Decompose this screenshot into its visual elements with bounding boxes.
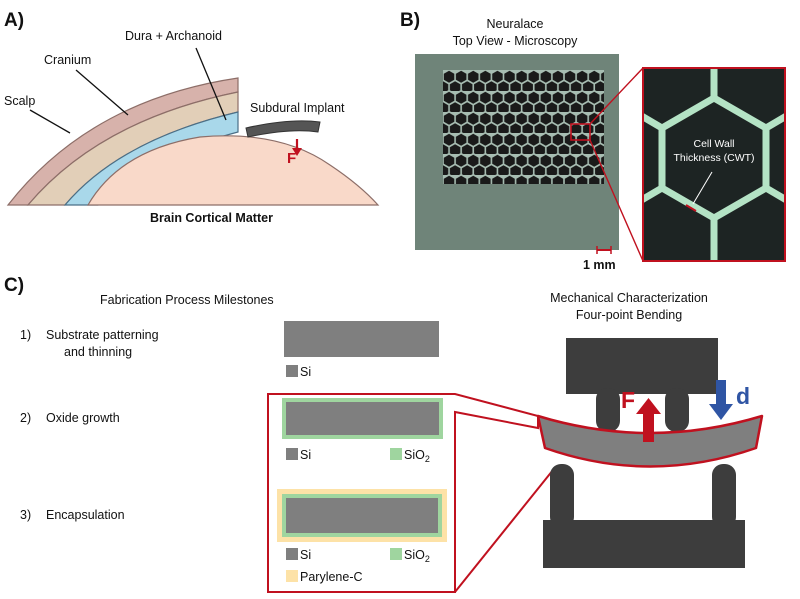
cwt-label-line1: Cell Wall [693, 138, 734, 150]
displacement-arrow: d [709, 380, 750, 420]
step-1-number: 1) [20, 328, 31, 342]
microscopy-title-line1: Neuralace [487, 17, 544, 31]
cranium-label: Cranium [44, 53, 91, 67]
step2-si-core [286, 402, 439, 435]
step-1-line2: and thinning [64, 345, 132, 359]
step-highlight-frame [267, 393, 539, 593]
bottom-support-pin-left [550, 464, 574, 528]
step-3-number: 3) [20, 508, 31, 522]
four-point-fixture [543, 338, 745, 568]
bottom-support-pin-right [712, 464, 736, 528]
step1-si-label: Si [300, 365, 311, 379]
fabrication-title: Fabrication Process Milestones [100, 293, 274, 307]
panel-b: B) Neuralace Top View - Microscopy [400, 10, 786, 272]
scalp-label: Scalp [4, 94, 35, 108]
zoom-marker [570, 123, 591, 141]
brain-cortical-matter [86, 135, 380, 206]
hexagonal-mesh [443, 70, 604, 184]
cwt-label-line2: Thickness (CWT) [673, 152, 754, 164]
step3-si-swatch [286, 548, 298, 560]
zoom-connector-bottom [589, 139, 644, 262]
cell-wall-mesh [643, 68, 785, 261]
step3-sio2-swatch [390, 548, 402, 560]
panel-a: A) F Scalp Cranium Dura + Archanoid Subd… [4, 10, 380, 225]
force-label-c: F [621, 387, 635, 413]
scale-label: 1 mm [583, 258, 616, 272]
microscopy-title-line2: Top View - Microscopy [453, 34, 579, 48]
step-2-line1: Oxide growth [46, 411, 120, 425]
frame-connector-bottom [454, 469, 554, 593]
step-1-line1: Substrate patterning [46, 328, 159, 342]
step2-si-swatch [286, 448, 298, 460]
subdural-implant [245, 120, 321, 138]
brain-label: Brain Cortical Matter [150, 211, 273, 225]
step2-sio2-base: SiO [404, 448, 425, 462]
step2-si-label: Si [300, 448, 311, 462]
dura-leader [195, 47, 227, 121]
cranium-leader [75, 69, 129, 116]
panel-c: C) Fabrication Process Milestones 1) Sub… [4, 275, 764, 593]
panel-a-label: A) [4, 10, 24, 31]
panel-b-label: B) [400, 10, 420, 31]
step2-sio2-sub: 2 [425, 454, 430, 464]
step1-si-substrate [284, 321, 439, 357]
force-label-a: F [287, 150, 296, 167]
step1-si-swatch [286, 365, 298, 377]
top-loading-pin-right [665, 388, 689, 432]
step3-sio2-base: SiO [404, 548, 425, 562]
step3-parylene-swatch [286, 570, 298, 582]
step-2-number: 2) [20, 411, 31, 425]
cwt-leader [692, 171, 713, 205]
mech-title-line2: Four-point Bending [576, 308, 682, 322]
top-fixture-block [566, 338, 718, 394]
scalp-leader [29, 109, 71, 134]
cwt-marker [685, 204, 697, 212]
step3-sio2-sub: 2 [425, 554, 430, 564]
step2-sio2-swatch [390, 448, 402, 460]
panel-c-label: C) [4, 275, 24, 296]
displacement-label: d [736, 383, 750, 409]
zoom-inset: Cell Wall Thickness (CWT) [642, 67, 786, 262]
dura-label: Dura + Archanoid [125, 29, 222, 43]
step3-sio2-label: SiO2 [404, 548, 430, 564]
mech-title-line1: Mechanical Characterization [550, 291, 708, 305]
step3-si-core [286, 498, 438, 533]
step3-si-label: Si [300, 548, 311, 562]
step2-sio2-label: SiO2 [404, 448, 430, 464]
top-loading-pin-left [596, 388, 620, 432]
step3-parylene-label: Parylene-C [300, 570, 363, 584]
implant-label: Subdural Implant [250, 101, 345, 115]
force-arrow-c: F [621, 387, 661, 442]
step-3-line1: Encapsulation [46, 508, 125, 522]
bottom-fixture-base [543, 520, 745, 568]
zoom-connector-top [589, 67, 644, 125]
force-arrow-a: F [287, 139, 302, 167]
